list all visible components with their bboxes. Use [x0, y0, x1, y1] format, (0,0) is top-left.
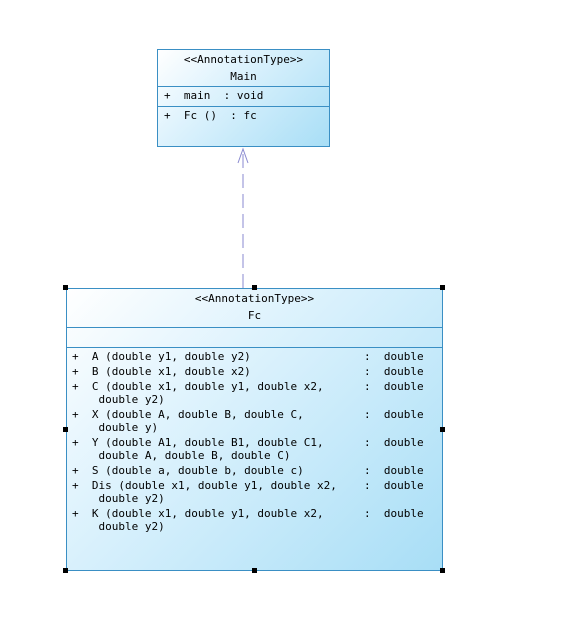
operation-return-type: : double: [364, 365, 424, 378]
operation-signature: + A (double y1, double y2): [72, 350, 251, 363]
operation-row: + K (double x1, double y1, double x2, do…: [72, 507, 442, 533]
operation-return-type: : double: [364, 464, 424, 477]
operation-signature: + Dis (double x1, double y1, double x2, …: [72, 479, 337, 505]
resize-handle-bottom-left[interactable]: [63, 568, 68, 573]
class-fc[interactable]: <<AnnotationType>> Fc + A (double y1, do…: [66, 288, 443, 571]
attributes-section: [67, 327, 442, 347]
operation-row: + X (double A, double B, double C, doubl…: [72, 408, 442, 434]
operation-row: + Y (double A1, double B1, double C1, do…: [72, 436, 442, 462]
operations-section: + Fc () : fc: [158, 106, 329, 124]
stereotype-label: <<AnnotationType>>: [194, 292, 315, 305]
resize-handle-top-center[interactable]: [252, 285, 257, 290]
operation-return-type: : double: [364, 436, 424, 449]
resize-handle-top-left[interactable]: [63, 285, 68, 290]
operation-row: + Fc () : fc: [164, 109, 257, 122]
resize-handle-bottom-center[interactable]: [252, 568, 257, 573]
operation-return-type: : double: [364, 507, 424, 520]
class-name: Fc: [247, 309, 262, 322]
operation-signature: + X (double A, double B, double C, doubl…: [72, 408, 304, 434]
class-name: Main: [230, 70, 257, 83]
resize-handle-bottom-right[interactable]: [440, 568, 445, 573]
resize-handle-middle-right[interactable]: [440, 427, 445, 432]
class-header: <<AnnotationType>> Main: [158, 50, 329, 86]
operation-return-type: : double: [364, 380, 424, 393]
operation-signature: + K (double x1, double y1, double x2, do…: [72, 507, 324, 533]
class-main[interactable]: <<AnnotationType>> Main + main : void + …: [157, 49, 330, 147]
attribute-row: + main : void: [164, 89, 264, 102]
operation-row: + A (double y1, double y2) : double: [72, 350, 442, 363]
operations-section: + A (double y1, double y2) : double + B …: [67, 347, 442, 533]
resize-handle-top-right[interactable]: [440, 285, 445, 290]
dependency-arrowhead: [237, 147, 249, 164]
operation-signature: + S (double a, double b, double c): [72, 464, 304, 477]
operation-return-type: : double: [364, 350, 424, 363]
operation-row: + Dis (double x1, double y1, double x2, …: [72, 479, 442, 505]
operation-return-type: : double: [364, 479, 424, 492]
operation-signature: + Y (double A1, double B1, double C1, do…: [72, 436, 324, 462]
stereotype-label: <<AnnotationType>>: [183, 53, 304, 66]
operation-signature: + B (double x1, double x2): [72, 365, 251, 378]
operation-row: + S (double a, double b, double c) : dou…: [72, 464, 442, 477]
operation-row: + C (double x1, double y1, double x2, do…: [72, 380, 442, 406]
attributes-section: + main : void: [158, 86, 329, 106]
resize-handle-middle-left[interactable]: [63, 427, 68, 432]
operation-row: + B (double x1, double x2) : double: [72, 365, 442, 378]
operation-signature: + C (double x1, double y1, double x2, do…: [72, 380, 324, 406]
operation-return-type: : double: [364, 408, 424, 421]
class-header: <<AnnotationType>> Fc: [67, 289, 442, 327]
